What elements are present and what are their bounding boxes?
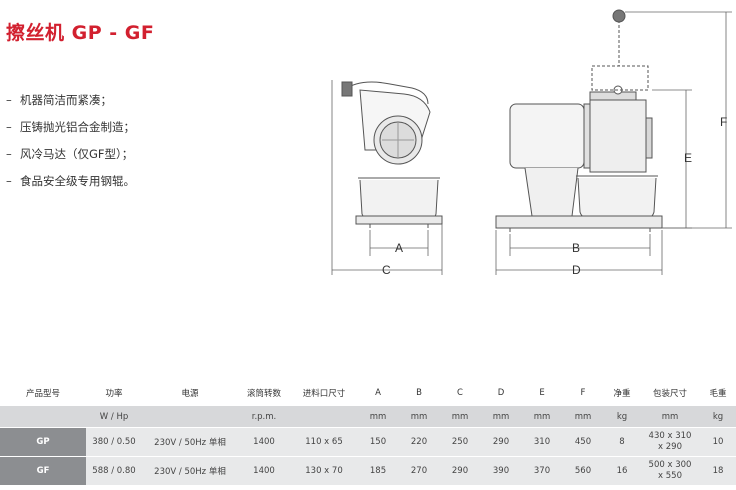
table-cell: 110 x 65: [290, 427, 358, 457]
feature-item: –食品安全级专用钢辊。: [6, 174, 135, 188]
unit-cell: [142, 405, 238, 428]
feature-item: –风冷马达（仅GF型）；: [6, 147, 134, 161]
unit-cell: mm: [358, 405, 398, 428]
table-cell: 430 x 310 x 290: [640, 427, 700, 457]
table-cell: 1400: [238, 456, 290, 485]
model-cell: GP: [0, 427, 86, 457]
dim-label-c: C: [382, 263, 391, 277]
column-header: F: [580, 388, 586, 398]
table-cell: 220: [398, 427, 440, 457]
gp-machine-illustration: [341, 81, 443, 228]
unit-cell: kg: [604, 405, 640, 428]
gf-machine-illustration: [495, 9, 663, 232]
spec-table: 产品型号 功率 电源 滚筒转数 进料口尺寸 A B C D E F 净重 包装尺寸 毛重 W / Hp r.…: [0, 381, 736, 485]
table-cell: 588 / 0.80: [86, 456, 142, 485]
feature-item: –压铸抛光铝合金制造；: [6, 120, 135, 134]
column-header: 进料口尺寸: [302, 389, 346, 399]
unit-cell: mm: [480, 405, 522, 428]
table-cell: 450: [562, 427, 604, 457]
model-cell: GF: [0, 456, 86, 485]
table-cell: 8: [604, 427, 640, 457]
dim-label-b: B: [572, 241, 580, 255]
column-header: 功率: [105, 389, 123, 399]
table-cell: 185: [358, 456, 398, 485]
table-cell: 230V / 50Hz 单相: [142, 456, 238, 485]
feature-item: –机器简洁而紧凑；: [6, 93, 112, 107]
column-header: 净重: [613, 389, 631, 399]
unit-cell: mm: [640, 405, 700, 428]
unit-cell: [290, 405, 358, 428]
machine-drawing: A C B D E F: [331, 9, 732, 277]
column-header: 产品型号: [25, 389, 60, 399]
table-cell: 16: [604, 456, 640, 485]
table-header-row: 产品型号 功率 电源 滚筒转数 进料口尺寸 A B C D E F 净重 包装尺寸 毛重: [0, 381, 736, 406]
unit-cell: r.p.m.: [238, 405, 290, 428]
table-cell: 370: [522, 456, 562, 485]
column-header: 滚筒转数: [246, 389, 281, 399]
column-header: 毛重: [709, 389, 727, 399]
column-header: A: [375, 388, 381, 398]
dim-label-d: D: [572, 263, 581, 277]
dimension-lines: [331, 11, 732, 275]
unit-cell: W / Hp: [86, 405, 142, 428]
unit-cell: mm: [440, 405, 480, 428]
table-cell: 290: [480, 427, 522, 457]
table-cell: 270: [398, 456, 440, 485]
unit-cell: mm: [562, 405, 604, 428]
table-cell: 10: [700, 427, 736, 457]
column-header: E: [539, 388, 545, 398]
table-cell: 250: [440, 427, 480, 457]
table-cell: 150: [358, 427, 398, 457]
table-cell: 390: [480, 456, 522, 485]
dim-label-a: A: [395, 241, 403, 255]
table-cell: 130 x 70: [290, 456, 358, 485]
table-cell: 290: [440, 456, 480, 485]
column-header: 包装尺寸: [652, 389, 687, 399]
unit-cell: kg: [700, 405, 736, 428]
column-header: D: [497, 388, 505, 398]
dim-label-f: F: [720, 115, 727, 129]
column-header: C: [457, 388, 463, 398]
unit-cell: mm: [522, 405, 562, 428]
table-cell: 380 / 0.50: [86, 427, 142, 457]
table-cell: 1400: [238, 427, 290, 457]
dim-label-e: E: [684, 151, 692, 165]
column-header: 电源: [181, 389, 199, 399]
table-cell: 500 x 300 x 550: [640, 456, 700, 485]
table-cell: 230V / 50Hz 单相: [142, 427, 238, 457]
feature-list: –机器简洁而紧凑； –压铸抛光铝合金制造； –风冷马达（仅GF型）； –食品安全…: [6, 92, 135, 200]
unit-cell: mm: [398, 405, 440, 428]
page-title: 擦丝机 GP - GF: [6, 22, 155, 44]
column-header: B: [416, 388, 422, 398]
table-cell: 560: [562, 456, 604, 485]
unit-cell: [0, 405, 86, 428]
table-cell: 18: [700, 456, 736, 485]
table-cell: 310: [522, 427, 562, 457]
